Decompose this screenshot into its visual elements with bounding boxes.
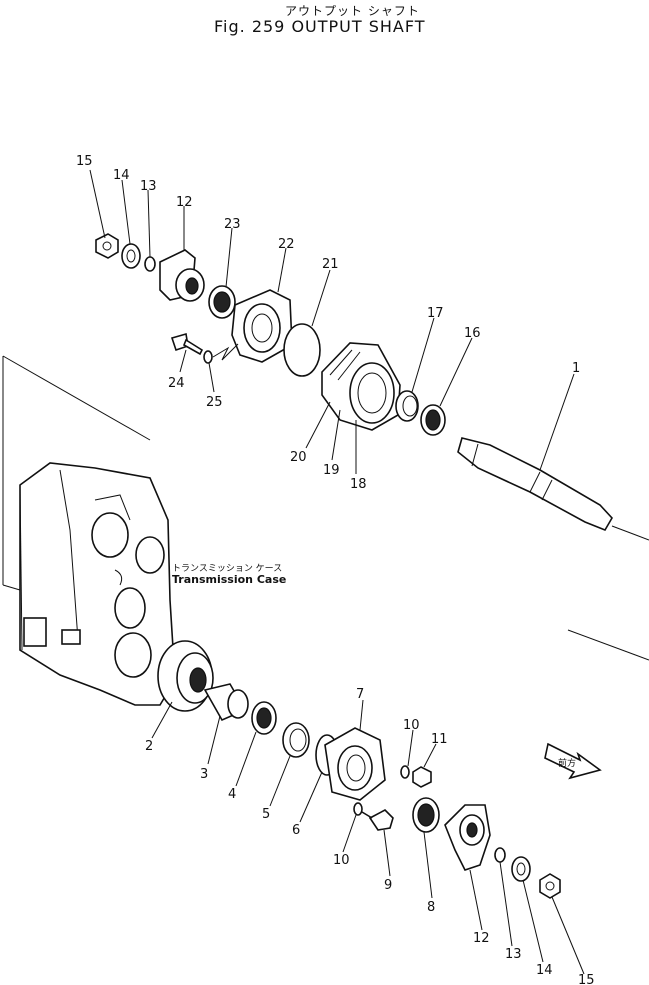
part-23-bearing — [208, 285, 236, 319]
part-22-cage — [231, 289, 293, 363]
part-14-washer-upper — [121, 243, 141, 269]
front-badge-label: 前方 — [558, 757, 576, 769]
callout-12-upper: 12 — [176, 195, 193, 210]
part-5-bearing-race — [282, 722, 310, 758]
callout-15-lower: 15 — [578, 973, 595, 985]
callout-12-lower: 12 — [473, 931, 490, 946]
part-4-bearing — [251, 701, 277, 735]
callout-2: 2 — [145, 739, 153, 754]
part-2-gear — [157, 640, 214, 712]
callout-22: 22 — [278, 237, 295, 252]
part-12-coupling-upper — [159, 249, 205, 302]
part-12-coupling-lower — [444, 804, 491, 871]
callout-16: 16 — [464, 326, 481, 341]
case-label-japanese: トランスミッション ケース — [172, 563, 282, 574]
callout-13-upper: 13 — [140, 179, 157, 194]
part-3-spacer — [203, 683, 249, 722]
bolt-leader — [212, 343, 239, 361]
callout-15-upper: 15 — [76, 154, 93, 169]
part-15-nut-lower — [539, 873, 561, 899]
part-15-nut-upper — [95, 233, 119, 259]
callout-11: 11 — [431, 732, 448, 747]
case-label: Transmission Case — [172, 573, 286, 586]
callout-10-upper: 10 — [403, 718, 420, 733]
part-21-oring — [283, 323, 321, 377]
callout-23: 23 — [224, 217, 241, 232]
part-11-nut — [412, 766, 432, 788]
callout-8: 8 — [427, 900, 435, 915]
part-1-output-shaft — [457, 437, 613, 531]
callout-4: 4 — [228, 787, 236, 802]
title-japanese: アウトプット シャフト — [285, 4, 420, 18]
leader-lines — [89, 169, 585, 975]
part-25-washer — [203, 350, 213, 364]
callout-14-lower: 14 — [536, 963, 553, 978]
callout-5: 5 — [262, 807, 270, 822]
callout-6: 6 — [292, 823, 300, 838]
callout-3: 3 — [200, 767, 208, 782]
callout-9: 9 — [384, 878, 392, 893]
part-10-washer-upper — [400, 765, 410, 779]
callout-7: 7 — [356, 687, 364, 702]
part-7-cage — [324, 727, 386, 801]
callout-10-lower: 10 — [333, 853, 350, 868]
callout-numbers: 15 14 13 12 23 22 21 17 16 1 24 25 20 19… — [76, 154, 595, 985]
part-13-oring-upper — [144, 256, 156, 272]
part-13-oring-lower — [494, 847, 506, 863]
part-24-bolt — [170, 332, 204, 356]
callout-17: 17 — [427, 306, 444, 321]
callout-14-upper: 14 — [113, 168, 130, 183]
part-8-oil-seal — [412, 797, 440, 833]
callout-20: 20 — [290, 450, 307, 465]
part-14-washer-lower — [511, 856, 531, 882]
front-direction-arrow: 前方 — [544, 742, 602, 780]
figure-title: Fig. 259 OUTPUT SHAFT — [214, 17, 426, 36]
callout-19: 19 — [323, 463, 340, 478]
part-17-bearing-race — [395, 390, 419, 422]
callout-13-lower: 13 — [505, 947, 522, 962]
part-9-bolt — [361, 809, 394, 831]
transmission-case — [2, 355, 649, 706]
callout-18: 18 — [350, 477, 367, 492]
part-16-bearing — [420, 404, 446, 436]
part-10-washer-lower — [353, 802, 363, 816]
callout-1: 1 — [572, 361, 580, 376]
callout-25: 25 — [206, 395, 223, 410]
callout-21: 21 — [322, 257, 339, 272]
part-18-20-retainer-shims — [321, 342, 401, 431]
callout-24: 24 — [168, 376, 185, 391]
